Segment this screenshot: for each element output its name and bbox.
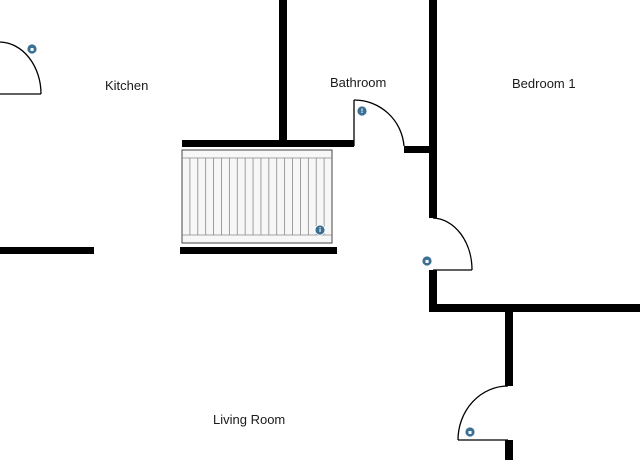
svg-text:!: ! bbox=[361, 108, 364, 115]
hall-door-sensor-icon[interactable]: ▪ bbox=[464, 426, 476, 438]
bathroom-info-icon[interactable]: ! bbox=[356, 105, 368, 117]
wall-bedroom-bottom bbox=[429, 304, 640, 312]
bedroom-door-swing bbox=[432, 217, 473, 271]
wall-bathroom-bedroom bbox=[429, 0, 437, 150]
svg-text:▪: ▪ bbox=[425, 258, 429, 265]
wall-stair-top bbox=[182, 140, 354, 147]
room-label-living-room: Living Room bbox=[213, 412, 285, 427]
staircase bbox=[181, 149, 333, 244]
wall-bathroom-door-stub bbox=[404, 146, 437, 153]
doors bbox=[0, 41, 509, 441]
markers[interactable]: ▪ ! i ▪ ▪ bbox=[26, 43, 476, 438]
kitchen-door-sensor-icon[interactable]: ▪ bbox=[26, 43, 38, 55]
svg-text:i: i bbox=[319, 227, 321, 234]
wall-hall-right-upper bbox=[505, 304, 513, 386]
wall-kitchen-bottom bbox=[0, 247, 94, 254]
wall-bedroom-left-upper bbox=[429, 146, 437, 218]
wall-bathroom-left bbox=[279, 0, 287, 146]
wall-hall-right-lower bbox=[505, 440, 513, 460]
staircase-outline bbox=[181, 149, 333, 244]
room-label-kitchen: Kitchen bbox=[105, 78, 148, 93]
hall-door-swing bbox=[457, 385, 509, 441]
bedroom-door-sensor-icon[interactable]: ▪ bbox=[421, 255, 433, 267]
bathroom-door-swing bbox=[353, 99, 405, 147]
kitchen-door-swing bbox=[0, 41, 42, 95]
svg-text:▪: ▪ bbox=[30, 46, 34, 53]
room-label-bedroom-1: Bedroom 1 bbox=[512, 76, 576, 91]
wall-bedroom-left-lower bbox=[429, 270, 437, 312]
svg-text:▪: ▪ bbox=[468, 429, 472, 436]
staircase-treads bbox=[189, 158, 325, 235]
room-label-bathroom: Bathroom bbox=[330, 75, 386, 90]
stair-info-icon[interactable]: i bbox=[314, 224, 326, 236]
wall-stair-bottom bbox=[180, 247, 337, 254]
room-labels: Kitchen Bathroom Bedroom 1 Living Room bbox=[105, 75, 576, 427]
